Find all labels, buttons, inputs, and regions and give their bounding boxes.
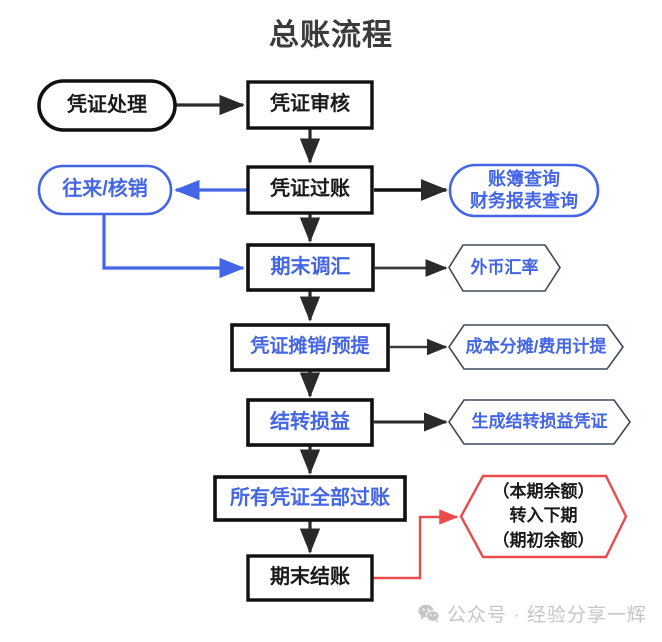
- edge-closing-to-carry: [373, 509, 459, 580]
- node-carry-label-line3: （期初余额）: [492, 530, 595, 550]
- node-fx-label[interactable]: 期末调汇: [270, 255, 351, 278]
- wechat-icon: [418, 604, 440, 623]
- node-query-label-line1: 账簿查询: [488, 169, 560, 190]
- node-query-label[interactable]: 账簿查询 财务报表查询: [450, 165, 598, 216]
- node-posting-label[interactable]: 凭证过账: [270, 178, 350, 201]
- node-plvoucher-label[interactable]: 生成结转损益凭证: [471, 411, 608, 431]
- node-amortize-label[interactable]: 凭证摊销/预提: [250, 336, 370, 358]
- watermark-text: 公众号 · 经验分享一辉: [447, 605, 647, 626]
- edge-clearing-to-fx: [102, 214, 245, 279]
- node-cost-label[interactable]: 成本分摊/费用计提: [465, 336, 607, 356]
- node-carry-label-line1: （本期余额）: [492, 481, 595, 501]
- node-allposted-label[interactable]: 所有凭证全部过账: [230, 486, 390, 509]
- page-title: 总账流程: [269, 19, 393, 52]
- node-fxrate-label[interactable]: 外币汇率: [470, 257, 539, 277]
- watermark: 公众号 · 经验分享一辉: [418, 600, 647, 627]
- node-start-label[interactable]: 凭证处理: [67, 93, 147, 116]
- node-query-label-line2: 财务报表查询: [470, 190, 578, 211]
- node-closing-label[interactable]: 期末结账: [270, 566, 350, 589]
- node-clearing-label[interactable]: 往来/核销: [62, 178, 148, 201]
- node-audit-label[interactable]: 凭证审核: [270, 93, 350, 116]
- node-carry-label[interactable]: （本期余额） 转入下期 （期初余额）: [461, 476, 626, 557]
- node-pl-label[interactable]: 结转损益: [270, 410, 350, 433]
- node-carry-label-line2: 转入下期: [509, 506, 578, 526]
